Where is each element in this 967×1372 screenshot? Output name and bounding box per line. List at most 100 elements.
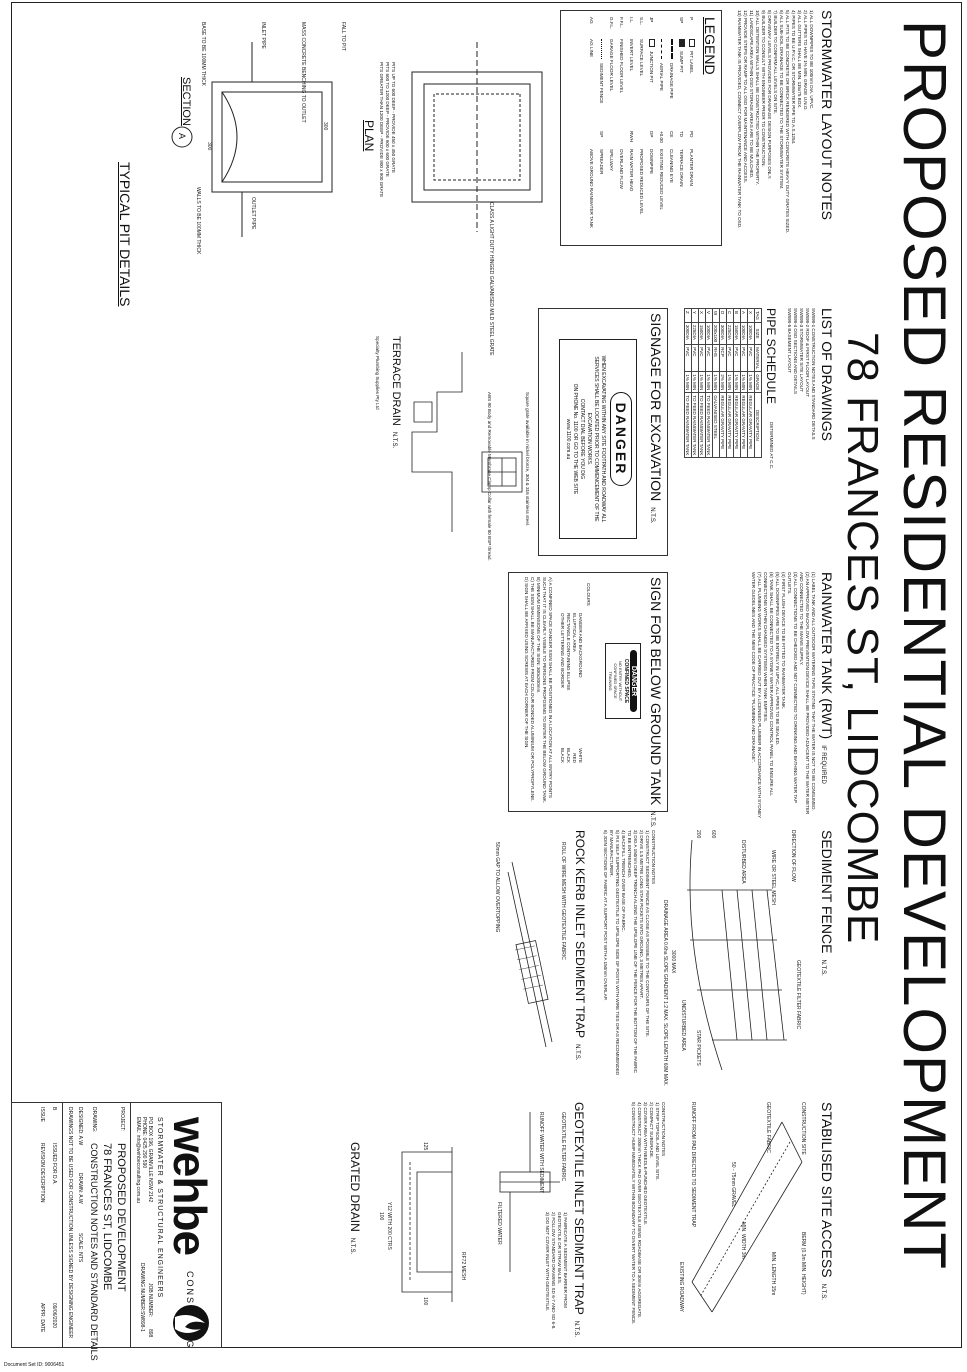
- scale: SCALE: NTS: [77, 1233, 83, 1263]
- pit-section-label: SECTION: [180, 77, 192, 126]
- legend-row: I.L.INVERT LEVEL: [627, 17, 637, 127]
- rainwater-list: (1) LABEL TANK AND ALL OUTDOOR WATERING …: [750, 572, 816, 822]
- legend-label: ABOVE GROUND RAINWATER TANK: [589, 149, 595, 228]
- terrace-drain-supplier: Specialty Plumbing Supplies Pty Ltd: [375, 336, 380, 410]
- pipe-schedule-heading: PIPE SCHEDULE: [764, 308, 778, 405]
- stormwater-notes-list: 1) ALL DOWNPIPES TO BE 100mm DIA. UPVC. …: [736, 10, 814, 248]
- pit-section-callout: FALL TO PIT: [340, 22, 346, 51]
- rainwater-item: (1) LABEL TANK AND ALL OUTDOOR WATERING …: [811, 572, 816, 811]
- fence-label: UNDISTURBED AREA: [680, 1000, 686, 1052]
- drawing-item: SW898-1 CONSTRUCTION NOTES AND STANDARD …: [811, 308, 816, 440]
- column-header: MATERIAL: [754, 344, 762, 372]
- table-cell: TO FEED RAINWATER TANK: [691, 392, 699, 458]
- project-name: PROPOSED DEVELOPMENT: [115, 1143, 127, 1292]
- legend-label: CLEANING EYE: [669, 149, 675, 183]
- document-footer: Document Set ID: 9006451: [4, 1362, 65, 1368]
- table-cell: V: [705, 308, 713, 323]
- company-tagline: STORMWATER & STRUCTURAL ENGINEERS: [156, 1117, 163, 1299]
- sediment-notes: 1) CONSTRUCT SEDIMENT FENCE AS CLOSE AS …: [602, 830, 650, 1080]
- legend-row: AERIAL PIPE: [657, 17, 667, 127]
- sign-line: CONFINED SPACE: [613, 663, 618, 699]
- nts-label: N.T.S.: [820, 1283, 826, 1300]
- geotextile-note: 1) FABRICATE A SEDIMENT BARRIER FROM GEO…: [557, 1212, 568, 1308]
- terrace-drain-note: ABS 90 Body and Removable Membrane Clamp…: [487, 392, 492, 561]
- table-header-row: TAG SIZE MATERIAL GRADE DESCRIPTION: [754, 308, 762, 458]
- site-access-label: 50 - 75mm GRAVEL: [730, 1162, 736, 1207]
- site-access-note: 1) STRIP TOPSOIL AND LEVEL SITE.: [655, 1102, 660, 1181]
- table-cell: PVC: [698, 344, 706, 372]
- fence-label: 3000 MAX: [670, 950, 676, 974]
- table-cell: W: [712, 308, 720, 323]
- geotextile-heading-text: GEOTEXTILE INLET SEDIMENT TRAP: [572, 1102, 586, 1315]
- revision-label: REVISION DESCRIPTION: [39, 1143, 45, 1203]
- below-tank-heading: SIGN FOR BELOW GROUND TANKN.T.S.: [648, 577, 664, 828]
- fence-label: DRAINAGE AREA 0.6ha SLOPE GRADIENT 1:2 M…: [662, 900, 668, 1086]
- pit-plan-note: PITS UP TO 600 DEEP - PROVIDE 450 x 450 …: [391, 62, 396, 173]
- company-address: PO BOX 196, GRANVILLE NSW 2142: [147, 1117, 153, 1203]
- table-cell: GALVANISED STEEL: [712, 392, 720, 458]
- site-access-notes-heading: CONSTRUCTION NOTES: [661, 1102, 666, 1157]
- grated-drain-label: 100: [378, 1212, 384, 1221]
- colour-item: DANGER AND BACKGROUND: [578, 613, 583, 678]
- legend-label: TERRACE DRAIN: [679, 149, 685, 187]
- nts-label: N.T.S.: [574, 1044, 580, 1061]
- table-cell: REGULAR GRAVITY PIPE: [733, 392, 741, 458]
- junction-pit-icon: [649, 39, 655, 47]
- fence-label: 200: [695, 830, 701, 839]
- legend-label: SEDIMENT FENCE: [599, 63, 605, 104]
- table-cell: X: [747, 308, 755, 323]
- fence-label: STAR PICKETS: [695, 1030, 701, 1066]
- legend-label: PROPOSED REDUCED LEVEL: [639, 149, 645, 215]
- sump-pit-icon: [679, 39, 685, 47]
- legend-code: P: [689, 17, 695, 21]
- drawing-sheet: PROPOSED RESIDENTIAL DEVELOPMENT 78 FRAN…: [5, 2, 962, 1364]
- note-item: 11) LANDSCAPE AREA WITHIN OSD STORAGE AR…: [749, 10, 754, 179]
- legend-code: AG: [589, 17, 595, 24]
- sediment-note: 2) DRIVE 1.5 METRE LONG STAR PICKETS INT…: [639, 830, 644, 999]
- company-phone: PHONE: 0425 290 590: [141, 1117, 147, 1169]
- rock-kerb-label: ROLL OF WIRE MESH WITH GEOTEXTILE FABRIC: [560, 842, 566, 960]
- table-cell: D: [719, 308, 727, 323]
- terrace-drain-note: Square grate available in nickel bronze,…: [525, 392, 530, 527]
- drawn-by: DRAWN: A.W: [77, 1173, 83, 1204]
- table-cell: C: [726, 308, 734, 323]
- rock-kerb-heading-text: ROCK KERB INLET SEDIMENT TRAP: [573, 830, 587, 1039]
- table-cell: REGULAR GRAVITY PIPE: [740, 392, 748, 458]
- legend-code: S.L.: [639, 17, 645, 26]
- nts-label: N.T.S.: [649, 811, 655, 828]
- sign-line: TRAINING: [608, 671, 613, 691]
- table-cell: 2% MIN: [719, 371, 727, 393]
- pit-section-callout: INLET PIPE: [260, 22, 266, 50]
- rock-kerb-drawing: ROLL OF WIRE MESH WITH GEOTEXTILE FABRIC…: [494, 842, 566, 1048]
- table-cell: Y: [691, 308, 699, 323]
- flame-logo-icon: [173, 1305, 209, 1341]
- geotextile-label: GEOTEXTILE FILTER FABRIC: [560, 1112, 566, 1181]
- company-email: EMAIL: info@wehbeconsulting.com.au: [135, 1117, 141, 1203]
- table-cell: B: [733, 308, 741, 323]
- table-cell: REGULAR GRAVITY PIPE: [726, 392, 734, 458]
- nts-label: N.T.S.: [391, 431, 397, 449]
- table-cell: A: [740, 308, 748, 323]
- sediment-note: 5) FIX SELF SUPPORTING GEOTEXTILE TO UPS…: [609, 830, 620, 1076]
- legend-code: G.F.L.: [609, 17, 615, 30]
- pit-section-callout: MASS CONCRETE BENCHING TO OUTLET: [300, 22, 306, 123]
- table-cell: X: [698, 308, 706, 323]
- legend-row: ABOVE GROUND RAINWATER TANK: [587, 131, 597, 243]
- below-tank-note: C) THE SIGN SHALL BE MANUFACTURED FROM C…: [530, 577, 535, 802]
- legend-code: TD: [679, 131, 685, 138]
- legend-label: INVERT LEVEL: [629, 39, 635, 72]
- drawing-item: SW898-3 STORMWATER SITE LAYOUT: [799, 308, 804, 392]
- sediment-note: 1) CONSTRUCT SEDIMENT FENCE AS CLOSE AS …: [645, 830, 650, 1038]
- grated-drain-label: 100: [422, 1297, 428, 1306]
- sediment-fence-icon: [601, 39, 603, 59]
